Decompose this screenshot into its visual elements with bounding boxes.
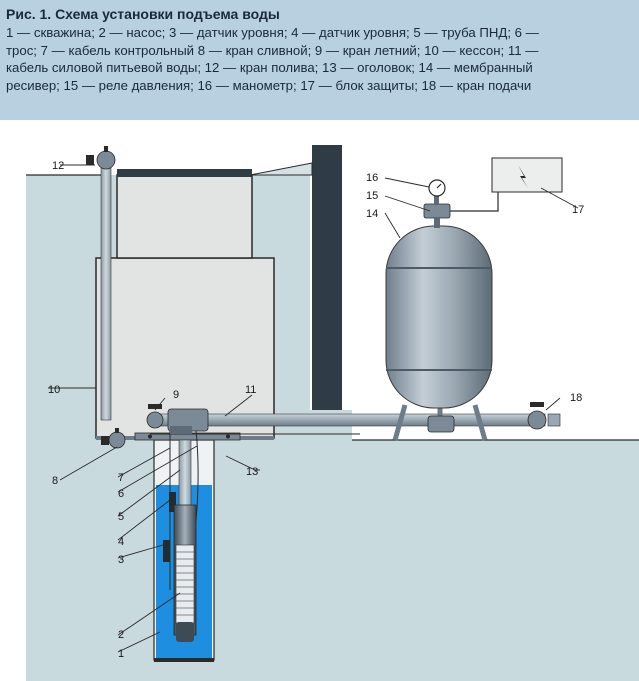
protection-unit xyxy=(450,157,563,212)
garden-riser xyxy=(100,159,112,421)
caisson xyxy=(95,169,275,440)
label-10: 10 xyxy=(48,384,60,396)
label-5: 5 xyxy=(118,511,124,523)
membrane-tank xyxy=(385,225,493,441)
water-installation-diagram: 1 2 3 4 5 6 7 8 9 10 11 12 13 14 15 16 1… xyxy=(26,145,639,681)
legend-line-1: 1 — скважина; 2 — насос; 3 — датчик уров… xyxy=(6,25,539,40)
supply-valve xyxy=(527,402,561,430)
pressure-switch xyxy=(423,203,451,228)
garden-tap-valve xyxy=(86,146,116,170)
level-sensor-4 xyxy=(169,492,176,512)
submersible-pump xyxy=(173,504,197,642)
pressure-gauge xyxy=(428,179,446,204)
label-18: 18 xyxy=(570,392,582,404)
label-9: 9 xyxy=(173,389,179,401)
figure-title: Рис. 1. Схема установки подъема воды xyxy=(6,6,280,22)
house-wall xyxy=(249,145,342,410)
label-1: 1 xyxy=(118,648,124,660)
leader-lines xyxy=(48,164,579,653)
label-17: 17 xyxy=(572,204,584,216)
label-2: 2 xyxy=(118,629,124,641)
label-16: 16 xyxy=(366,172,378,184)
legend-line-4: ресивер; 15 — реле давления; 16 — маноме… xyxy=(6,77,532,93)
label-8: 8 xyxy=(52,475,58,487)
figure-legend: 1 — скважина; 2 — насос; 3 — датчик уров… xyxy=(6,24,634,94)
label-11: 11 xyxy=(245,384,256,396)
summer-valve xyxy=(146,404,164,429)
label-14: 14 xyxy=(366,208,378,220)
label-4: 4 xyxy=(118,536,124,548)
level-sensor-3 xyxy=(163,540,170,562)
figure-caption: Рис. 1. Схема установки подъема воды 1 —… xyxy=(0,0,639,120)
legend-line-2: трос; 7 — кабель контрольный 8 — кран сл… xyxy=(6,42,539,58)
label-6: 6 xyxy=(118,488,124,500)
legend-line-3: кабель силовой питьевой воды; 12 — кран … xyxy=(6,60,533,75)
label-12: 12 xyxy=(52,160,64,172)
label-3: 3 xyxy=(118,554,124,566)
drain-valve xyxy=(101,428,126,449)
label-13: 13 xyxy=(246,466,258,478)
label-15: 15 xyxy=(366,190,378,202)
label-7: 7 xyxy=(118,472,124,484)
supply-pipe xyxy=(149,413,546,427)
